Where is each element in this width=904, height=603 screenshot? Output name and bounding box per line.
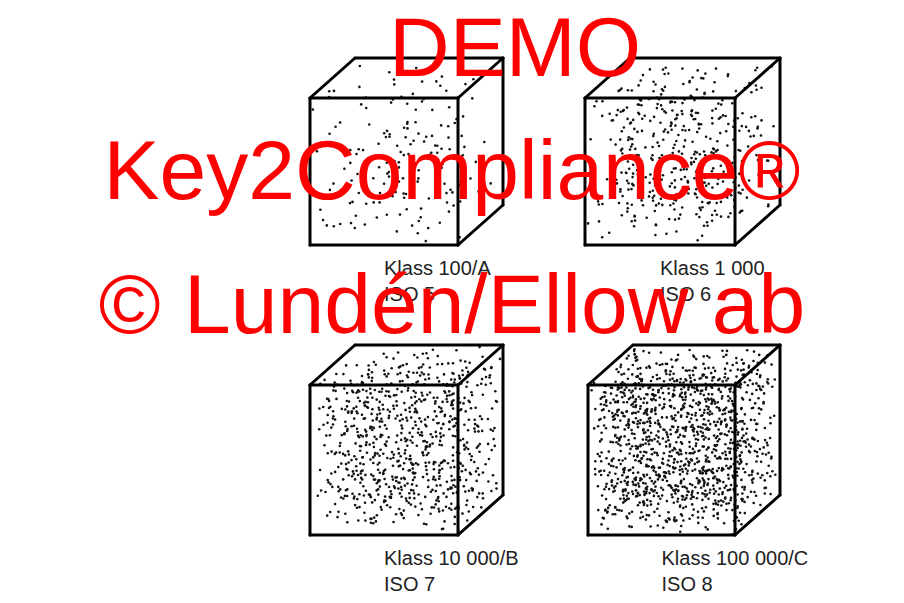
cleanroom-cube: Klass 100 000/CISO 8 (573, 335, 803, 603)
watermark-text: Key2Compliance® (104, 128, 801, 212)
class-label: Klass 100 000/C (662, 545, 809, 571)
iso-label: ISO 8 (662, 571, 713, 597)
cleanroom-cube: Klass 10 000/BISO 7 (295, 335, 525, 603)
class-label: Klass 10 000/B (384, 545, 519, 571)
iso-label: ISO 7 (384, 571, 435, 597)
watermark-text: © Lundén/Ellow ab (99, 262, 805, 346)
watermark-text: DEMO (389, 5, 641, 89)
